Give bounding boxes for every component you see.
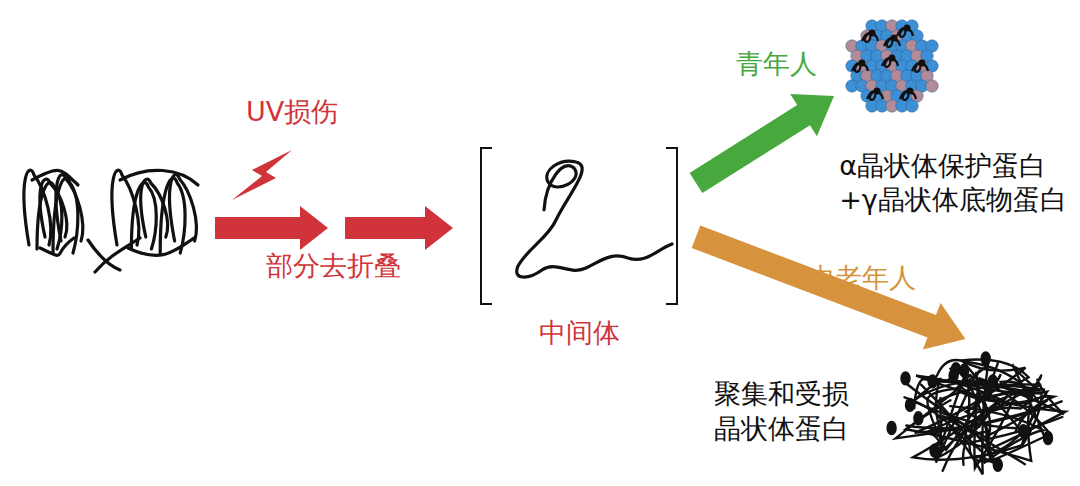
uv-bolt	[232, 150, 292, 200]
block-arrow	[692, 226, 966, 350]
red-arrow	[345, 206, 453, 250]
intermediate-chain	[517, 161, 672, 277]
edge-label: 青年人	[736, 48, 817, 80]
aggregate-tangle	[888, 353, 1066, 475]
result-caption: α晶状体保护蛋白 +γ晶状体底物蛋白	[839, 149, 1067, 218]
step-label: 部分去折叠	[266, 250, 401, 282]
aggregate-node: 聚集和受损 晶状体蛋白	[712, 345, 1074, 482]
bracket	[481, 148, 492, 304]
edge-label: 中老年人	[808, 262, 916, 294]
chaperone-sphere	[846, 20, 938, 112]
bracket	[666, 148, 677, 304]
result-caption: 聚集和受损 晶状体蛋白	[714, 377, 849, 446]
red-arrow	[215, 206, 328, 250]
step-label: UV损伤	[246, 96, 338, 128]
complex-node: α晶状体保护蛋白 +γ晶状体底物蛋白	[830, 6, 1076, 220]
stage-caption: 中间体	[539, 316, 620, 351]
intermediate-node: 中间体	[476, 140, 682, 355]
folded-protein	[24, 170, 198, 272]
substrate-chains	[852, 26, 928, 100]
block-arrow	[690, 94, 834, 193]
